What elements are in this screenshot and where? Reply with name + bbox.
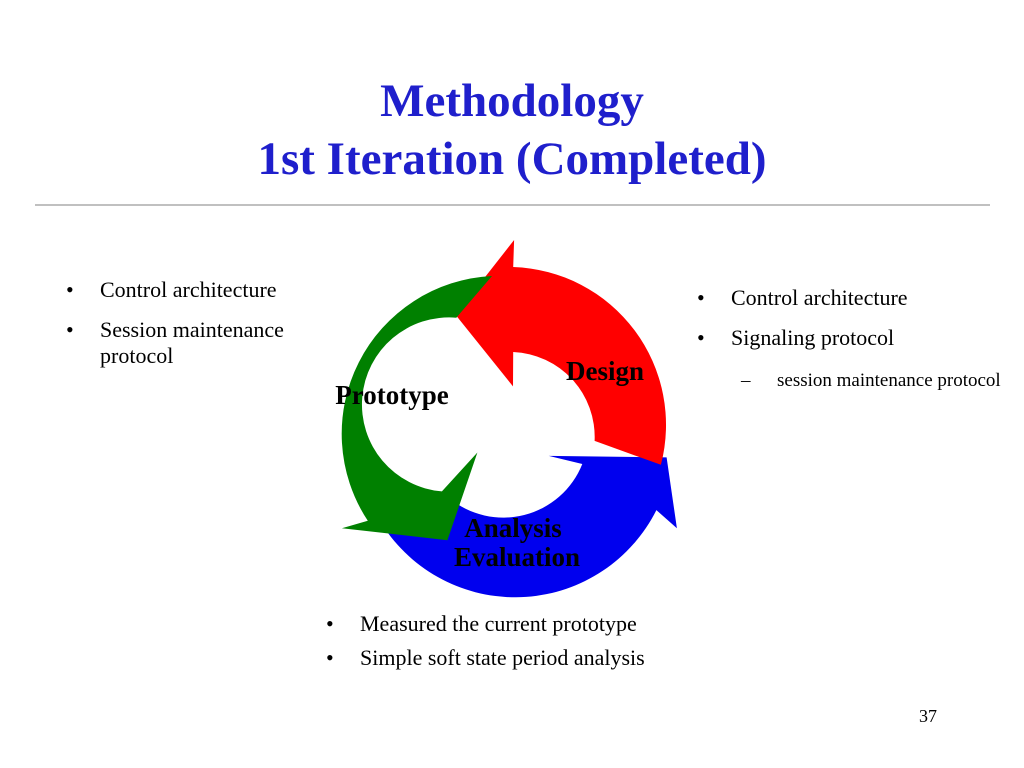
- prototype-label: Prototype: [335, 380, 448, 410]
- list-item: • Control architecture: [697, 285, 997, 311]
- bullet-text: Simple soft state period analysis: [360, 645, 645, 670]
- analysis-evaluation-arrow: [385, 455, 677, 598]
- dash-icon: –: [741, 370, 751, 391]
- bullet-text: Control architecture: [731, 285, 908, 310]
- bullet-text: Session maintenance protocol: [100, 317, 284, 368]
- right-subbullet: – session maintenance protocol: [741, 366, 1024, 396]
- bullet-text: Signaling protocol: [731, 325, 895, 350]
- title-line-1: Methodology: [380, 75, 644, 127]
- title-line-2: 1st Iteration (Completed): [257, 133, 767, 185]
- bullet-icon: •: [66, 277, 74, 302]
- bottom-bullet-list: • Measured the current prototype • Simple …: [326, 611, 846, 679]
- list-item: • Simple soft state period analysis: [326, 645, 846, 671]
- design-arrow: [455, 240, 667, 465]
- bullet-icon: •: [66, 317, 74, 342]
- bullet-text: Control architecture: [100, 277, 277, 302]
- slide-title: Methodology 1st Iteration (Completed): [0, 72, 1024, 188]
- page-number: 37: [919, 706, 937, 726]
- bullet-icon: •: [697, 285, 705, 310]
- bullet-icon: •: [697, 325, 705, 350]
- subbullet-text: session maintenance protocol: [777, 370, 1001, 391]
- analysis-label: Analysis: [464, 513, 562, 543]
- prototype-arrow: [341, 276, 492, 541]
- right-bullet-list: • Control architecture • Signaling protoco…: [697, 285, 997, 365]
- list-item: • Signaling protocol: [697, 325, 997, 351]
- list-item: • Control architecture: [66, 277, 356, 303]
- title-divider: [35, 204, 990, 206]
- design-label: Design: [566, 356, 644, 386]
- evaluation-label: Evaluation: [454, 542, 580, 572]
- bullet-icon: •: [326, 645, 334, 670]
- bullet-icon: •: [326, 611, 334, 636]
- left-bullet-list: • Control architecture • Session maintenan…: [66, 277, 356, 383]
- bullet-text: Measured the current prototype: [360, 611, 637, 636]
- list-item: • Session maintenance protocol: [66, 317, 356, 369]
- list-item: • Measured the current prototype: [326, 611, 846, 637]
